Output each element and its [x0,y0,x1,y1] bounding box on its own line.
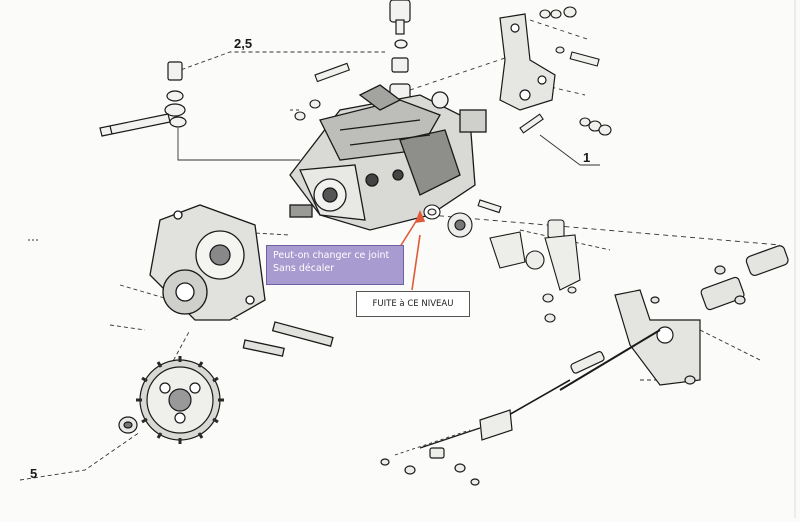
part-label-bottom-left: 5 [30,466,37,481]
governor-parts [447,212,581,323]
leak-note: FUITE à CE NIVEAU [356,291,470,317]
pump-housing-flange [149,204,334,357]
callout-line-1: Peut-on changer ce joint [273,250,390,261]
throttle-cable [380,351,605,486]
part-label-top: 2,5 [234,36,252,51]
leak-arrow [397,209,426,291]
fasteners-top-right [294,6,612,220]
injection-pump-body [289,84,487,231]
callout-line-2: Sans décaler [273,263,335,274]
stop-lever-assembly [559,245,789,391]
injector-top [389,0,411,101]
mounting-bracket-top [499,13,556,111]
question-callout: Peut-on changer ce joint Sans décaler [266,245,404,285]
part-label-right: 1 [583,150,590,165]
drive-gear [118,356,224,444]
leak-note-text: FUITE à CE NIVEAU [372,299,454,309]
pipe-assembly-left [99,61,187,137]
